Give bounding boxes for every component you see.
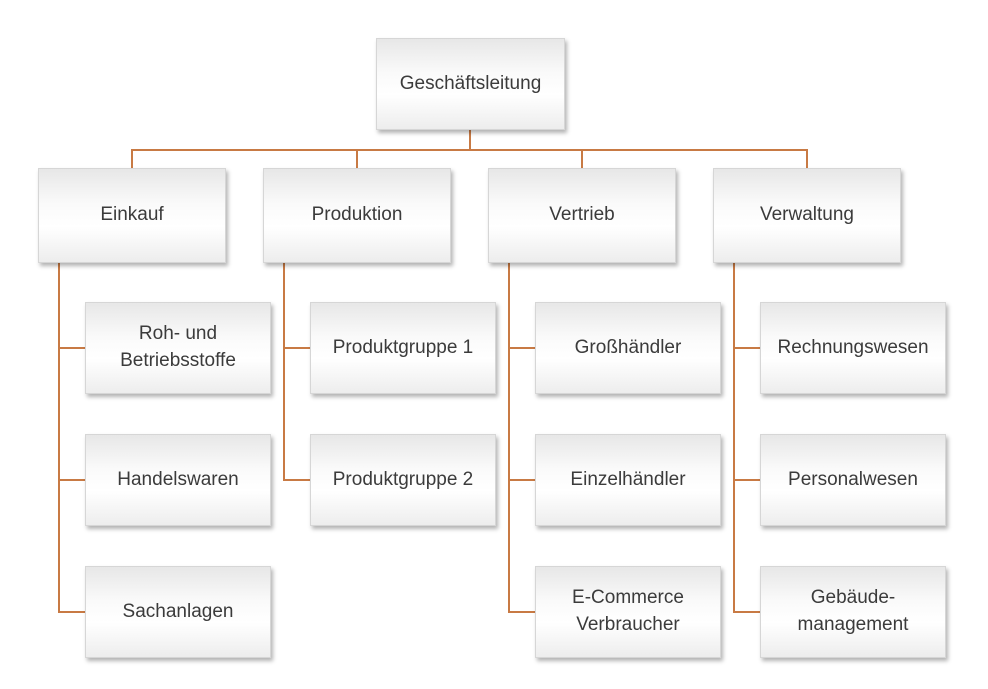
org-node-label: Handelswaren: [117, 468, 239, 490]
org-node-label: Großhändler: [574, 336, 682, 358]
org-node-label: Rechnungswesen: [777, 336, 929, 358]
org-node-label: Gebäude- management: [797, 587, 909, 635]
connector-stub-produktgruppe-2: [283, 479, 310, 481]
connector-stub-handelswaren: [58, 479, 85, 481]
org-node-label: E-Commerce Verbraucher: [572, 587, 684, 635]
org-node-produktion: Produktion: [263, 168, 451, 263]
connector-drop-verwaltung: [806, 149, 808, 169]
org-node-label: Produktgruppe 1: [332, 336, 474, 358]
org-node-roh-und-betriebsstoffe: Roh- und Betriebsstoffe: [85, 302, 271, 394]
connector-stub-rechnungswesen: [733, 347, 760, 349]
org-node-einkauf: Einkauf: [38, 168, 226, 263]
org-node-label: Produktion: [311, 204, 403, 226]
org-node-label: Vertrieb: [549, 204, 615, 226]
org-node-handelswaren: Handelswaren: [85, 434, 271, 526]
connector-stub-e-commerce-verbraucher: [508, 611, 535, 613]
org-node-label: Roh- und Betriebsstoffe: [120, 323, 236, 371]
org-node-einzelhaendler: Einzelhändler: [535, 434, 721, 526]
org-node-produktgruppe-2: Produktgruppe 2: [310, 434, 496, 526]
org-node-label: Verwaltung: [759, 204, 854, 226]
org-node-label: Einzelhändler: [570, 468, 686, 490]
org-node-label: Personalwesen: [788, 468, 918, 490]
org-node-vertrieb: Vertrieb: [488, 168, 676, 263]
org-node-sachanlagen: Sachanlagen: [85, 566, 271, 658]
connector-stub-sachanlagen: [58, 611, 85, 613]
connector-stub-einzelhaendler: [508, 479, 535, 481]
org-node-label: Produktgruppe 2: [332, 468, 474, 490]
connector-rail-vertrieb: [508, 262, 510, 613]
org-node-verwaltung: Verwaltung: [713, 168, 901, 263]
connector-rail-einkauf: [58, 262, 60, 613]
org-node-rechnungswesen: Rechnungswesen: [760, 302, 946, 394]
org-node-produktgruppe-1: Produktgruppe 1: [310, 302, 496, 394]
connector-stub-roh-und-betriebsstoffe: [58, 347, 85, 349]
connector-drop-vertrieb: [581, 149, 583, 169]
org-node-grosshaendler: Großhändler: [535, 302, 721, 394]
org-node-gebaeude-management: Gebäude- management: [760, 566, 946, 658]
org-node-label: Einkauf: [100, 204, 164, 226]
connector-rail-verwaltung: [733, 262, 735, 613]
connector-drop-produktion: [356, 149, 358, 169]
org-node-geschaeftsleitung: Geschäftsleitung: [376, 38, 565, 130]
org-node-e-commerce-verbraucher: E-Commerce Verbraucher: [535, 566, 721, 658]
connector-level2-horizontal: [131, 149, 808, 151]
connector-stub-gebaeude-management: [733, 611, 760, 613]
connector-stub-grosshaendler: [508, 347, 535, 349]
connector-stub-personalwesen: [733, 479, 760, 481]
org-node-label: Geschäftsleitung: [399, 72, 542, 94]
connector-rail-produktion: [283, 262, 285, 481]
org-node-personalwesen: Personalwesen: [760, 434, 946, 526]
connector-drop-einkauf: [131, 149, 133, 169]
connector-stub-produktgruppe-1: [283, 347, 310, 349]
connector-root-stem: [469, 130, 471, 150]
org-node-label: Sachanlagen: [122, 600, 234, 622]
